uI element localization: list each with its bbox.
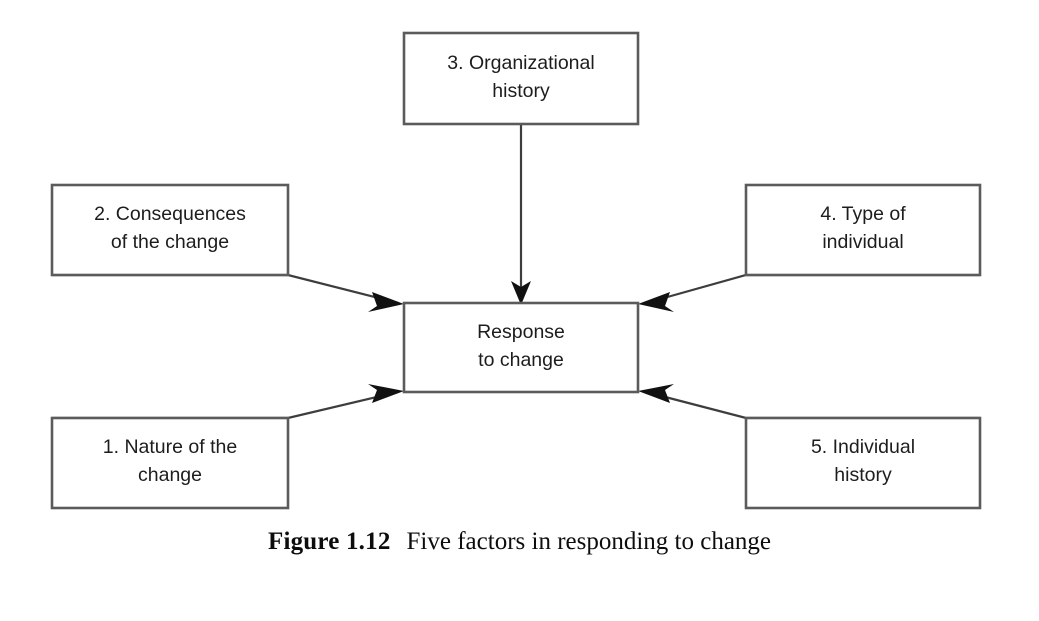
box-individual-history-rect — [744, 416, 982, 510]
box-nature-of-the-change-rect — [50, 416, 290, 510]
box-consequences-of-the-change-line1: 2. Consequences — [94, 203, 246, 225]
connector-nature-to-response — [52, 384, 404, 420]
box-type-of-individual-line2: individual — [822, 231, 903, 253]
box-individual-history-line1: 5. Individual — [811, 436, 915, 458]
box-consequences-of-the-change-rect — [50, 183, 290, 277]
figure-caption-label: Figure 1.12 — [267, 528, 391, 555]
arrow-head-nature — [368, 384, 404, 403]
figure-caption-text: Five factors in responding to change — [406, 528, 772, 555]
connector-organizational-to-response — [511, 124, 531, 305]
box-type-of-individual-line1: 4. Type of — [820, 203, 906, 225]
box-consequences-of-the-change[interactable]: 2. Consequences of the change — [50, 183, 290, 277]
arrow-head-organizational — [511, 281, 531, 305]
box-nature-of-the-change-line1: 1. Nature of the — [103, 436, 237, 458]
connector-line-type — [645, 273, 980, 305]
box-individual-history-line2: history — [834, 464, 892, 486]
box-response-to-change-line1: Response — [477, 321, 565, 343]
arrow-head-type — [638, 292, 674, 312]
connector-line-nature — [52, 390, 399, 420]
box-consequences-of-the-change-line2: of the change — [111, 231, 229, 253]
box-organizational-history-line1: 3. Organizational — [447, 52, 594, 74]
box-nature-of-the-change-line2: change — [138, 464, 202, 486]
box-type-of-individual[interactable]: 4. Type of individual — [744, 183, 982, 277]
box-organizational-history[interactable]: 3. Organizational history — [402, 31, 640, 126]
connector-type-to-response — [638, 273, 980, 312]
box-response-to-change-line2: to change — [478, 349, 564, 371]
box-nature-of-the-change[interactable]: 1. Nature of the change — [50, 416, 290, 510]
box-response-to-change[interactable]: Response to change — [402, 301, 640, 394]
connector-individual-to-response — [638, 384, 980, 420]
box-response-to-change-rect — [402, 301, 640, 394]
box-organizational-history-rect — [402, 31, 640, 126]
arrow-head-consequences — [368, 292, 404, 312]
box-organizational-history-line2: history — [492, 80, 550, 102]
connector-line-consequences — [52, 273, 399, 305]
arrow-head-individual — [638, 384, 674, 403]
connector-line-individual — [645, 390, 980, 420]
connector-consequences-to-response — [52, 273, 404, 312]
figure-caption: Figure 1.12 Five factors in responding to… — [0, 528, 1039, 556]
box-type-of-individual-rect — [744, 183, 982, 277]
box-individual-history[interactable]: 5. Individual history — [744, 416, 982, 510]
